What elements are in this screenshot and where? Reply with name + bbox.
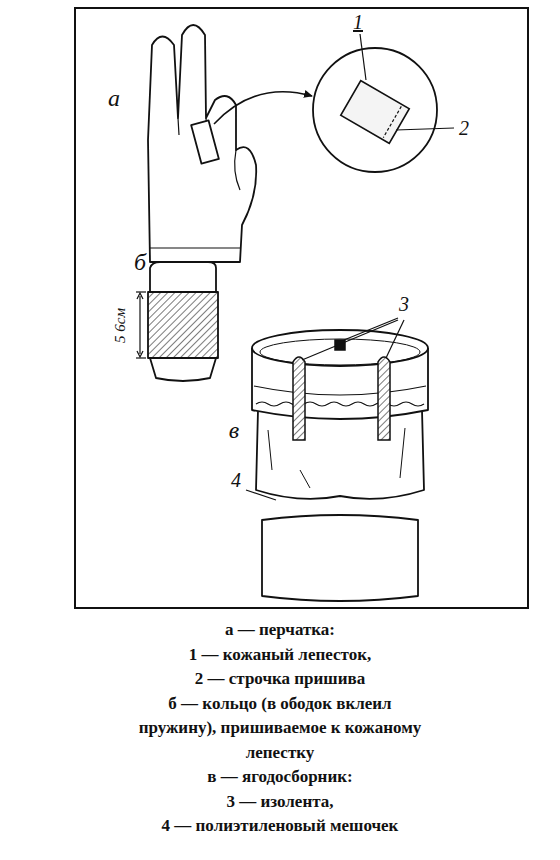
callout-number: 2 [459, 118, 469, 138]
tape-strip [293, 340, 390, 440]
caption-line: 1 — кожаный лепесток, [189, 643, 371, 668]
caption-line: а — перчатка: [225, 618, 335, 643]
zoom-arrow [214, 92, 312, 124]
callout-number: 3 [399, 294, 409, 314]
leader-line [396, 128, 454, 130]
glove [148, 25, 256, 262]
ring [148, 262, 218, 381]
caption-line: в — ягодосборник: [207, 765, 352, 790]
leader-line [360, 34, 366, 80]
dimension-label: 5 6см [112, 308, 127, 343]
berry-picker [252, 330, 428, 601]
caption-line: 3 — изолента, [227, 790, 334, 815]
caption-block: а — перчатка:1 — кожаный лепесток,2 — ст… [20, 618, 540, 839]
caption-line: 4 — полиэтиленовый мешочек [162, 814, 399, 839]
caption-line: 2 — строчка пришива [195, 667, 365, 692]
callout-number: б [134, 250, 146, 274]
callout-number: 4 [231, 470, 241, 490]
callout-number: 1 [353, 12, 363, 32]
caption-line: б — кольцо (в ободок вклеил пружину), пр… [135, 692, 425, 766]
zoom-circle [313, 48, 437, 172]
frame [75, 8, 528, 608]
callout-number: в [229, 418, 239, 442]
dimension-line [136, 292, 146, 358]
leader-line [246, 318, 404, 500]
callout-number: а [108, 86, 120, 110]
